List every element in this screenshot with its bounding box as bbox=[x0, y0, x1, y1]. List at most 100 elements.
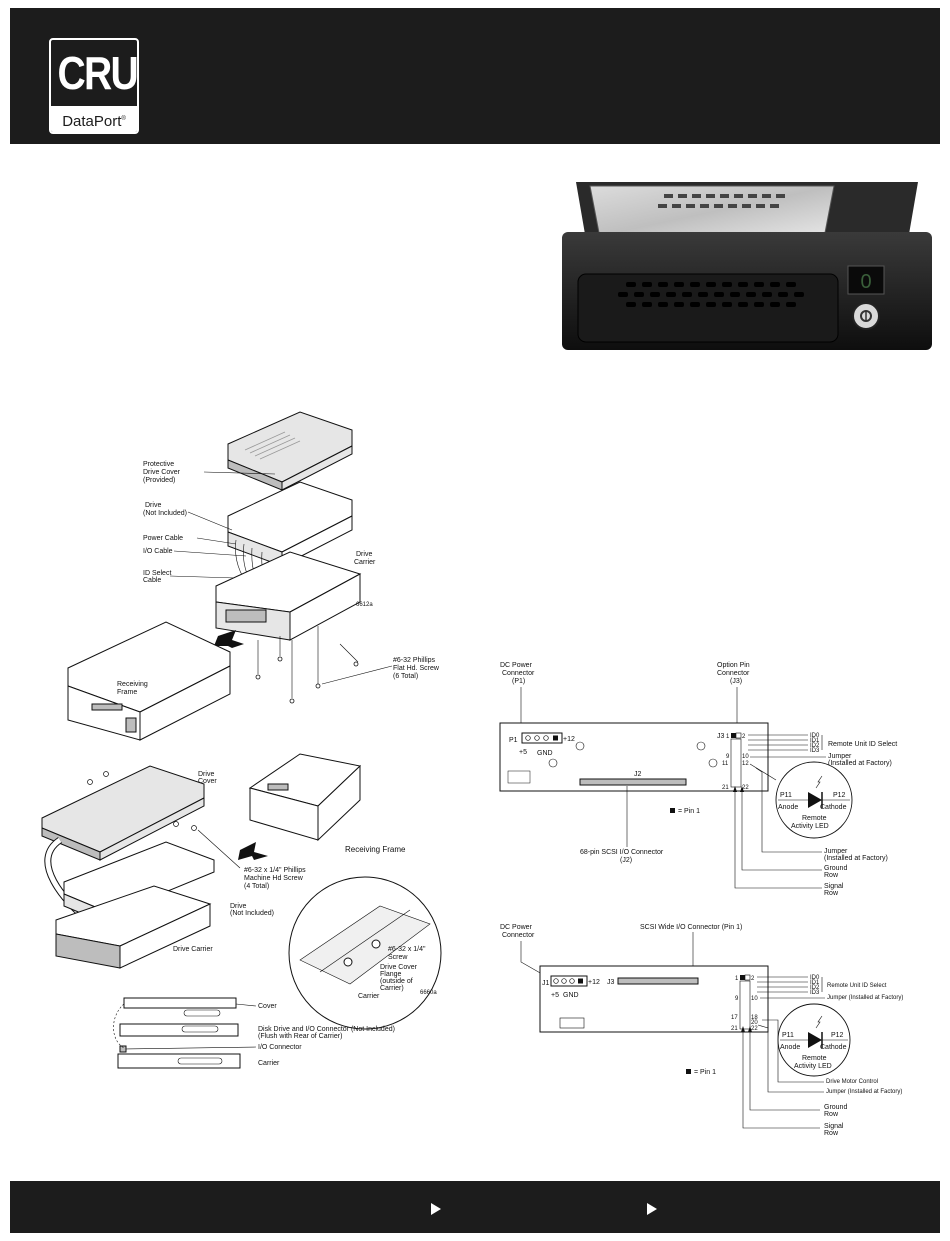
b2-id1: ID1 bbox=[810, 980, 820, 986]
b2-pin-17: 17 bbox=[731, 1015, 738, 1021]
insert-arrow-icon-2 bbox=[238, 842, 268, 860]
label-drive-cover: Drive Cover bbox=[143, 469, 181, 476]
b1-j2: J2 bbox=[634, 771, 642, 778]
b1-gnd: GND bbox=[537, 750, 553, 757]
b1-scsi-68-connector bbox=[579, 778, 687, 786]
label-stack-io: I/O Connector bbox=[258, 1044, 302, 1051]
b2-pin-9: 9 bbox=[735, 996, 739, 1002]
label-receiving-frame-2: Receiving Frame bbox=[345, 845, 406, 854]
b1-option-pin-2: Connector bbox=[717, 670, 750, 677]
label-receiving: Receiving bbox=[117, 681, 148, 688]
b2-gnd: GND bbox=[563, 992, 579, 999]
led-digit-display: 0 bbox=[860, 271, 871, 293]
b2-scsi-wide-label: SCSI Wide I/O Connector (Pin 1) bbox=[640, 924, 742, 931]
b2-drive-motor: Drive Motor Control bbox=[826, 1079, 878, 1085]
b2-scsi-wide-connector bbox=[617, 977, 699, 985]
b1-option-pin-3: (J3) bbox=[730, 678, 742, 685]
label-zoom-screw-2: Screw bbox=[388, 954, 408, 961]
play-arrow-icon bbox=[647, 1203, 657, 1215]
b2-led-diode-icon bbox=[808, 1032, 822, 1048]
b2-pin-1: 1 bbox=[735, 976, 739, 982]
cru-dataport-logo: CRU DataPort® bbox=[49, 38, 139, 134]
label-zoom-flange-2: Flange bbox=[380, 971, 402, 978]
b1-j3-header bbox=[730, 732, 742, 788]
footer-bar bbox=[10, 1181, 940, 1233]
b1-id0: ID0 bbox=[810, 733, 820, 739]
b2-p12: P12 bbox=[831, 1032, 844, 1039]
b2-ground-row: Row bbox=[824, 1111, 839, 1118]
b1-pin1-legend-square bbox=[670, 808, 675, 813]
label-cover-2: Cover bbox=[198, 778, 217, 785]
b1-id1: ID1 bbox=[810, 738, 820, 744]
b1-dc-power-1: DC Power bbox=[500, 662, 533, 669]
b1-led-diode-icon bbox=[808, 792, 822, 808]
label-not-included: (Not Included) bbox=[143, 510, 187, 517]
b1-signal-row: Row bbox=[824, 890, 839, 897]
b1-pin-11: 11 bbox=[722, 761, 729, 767]
b1-cathode: Cathode bbox=[820, 804, 847, 811]
b2-jumper-2: Jumper (Installed at Factory) bbox=[826, 1089, 902, 1095]
label-stack-cover: Cover bbox=[258, 1003, 277, 1010]
b1-jumper-2-installed: (Installed at Factory) bbox=[824, 855, 888, 862]
label-zoom-flange-4: Carrier) bbox=[380, 985, 404, 992]
b2-j3: J3 bbox=[607, 979, 615, 986]
product-photo: 0 bbox=[562, 182, 932, 350]
b1-pin1-legend: = Pin 1 bbox=[678, 808, 700, 815]
label-four-total: (4 Total) bbox=[244, 883, 269, 890]
b1-pin-21: 21 bbox=[722, 785, 729, 791]
label-zoom-flange-3: (outside of bbox=[380, 978, 413, 985]
b1-ground: Ground bbox=[824, 865, 847, 872]
b1-jumper: Jumper bbox=[828, 753, 852, 760]
b2-activity-led: Activity LED bbox=[794, 1063, 832, 1070]
label-carrier: Carrier bbox=[354, 559, 376, 566]
b1-id3: ID3 bbox=[810, 748, 820, 754]
label-drive-cover-2: Drive bbox=[198, 771, 214, 778]
label-provided: (Provided) bbox=[143, 477, 175, 484]
b2-pin-22: 22 bbox=[751, 1026, 758, 1032]
b1-jumper-installed: (Installed at Factory) bbox=[828, 760, 892, 767]
label-stack-carrier: Carrier bbox=[258, 1060, 280, 1067]
label-not-included-2: (Not Included) bbox=[230, 910, 274, 917]
b2-id2: ID2 bbox=[810, 985, 820, 991]
label-id-select: ID Select bbox=[143, 570, 171, 577]
label-zoom-screw: #6-32 x 1/4" bbox=[388, 946, 426, 953]
label-drive-carrier-2: Drive Carrier bbox=[173, 946, 213, 953]
b1-pin-12: 12 bbox=[742, 761, 749, 767]
b2-pin-20: 20 bbox=[751, 1020, 758, 1026]
b2-remote-id-select: Remote Unit ID Select bbox=[827, 983, 887, 989]
logo-wordmark: CRU bbox=[57, 47, 138, 99]
b2-plus5: +5 bbox=[551, 992, 559, 999]
label-screws-1: #6-32 Phillips bbox=[393, 657, 436, 664]
b1-pin-9: 9 bbox=[726, 754, 730, 760]
assembly-diagram: Protective Drive Cover (Provided) Drive … bbox=[41, 411, 442, 1069]
b1-jumper-2: Jumper bbox=[824, 848, 848, 855]
b1-scsi-j2: (J2) bbox=[620, 857, 632, 864]
b1-remote-id-select: Remote Unit ID Select bbox=[828, 741, 897, 748]
b1-scsi-68-label: 68-pin SCSI I/O Connector bbox=[580, 849, 664, 856]
b2-id0: ID0 bbox=[810, 975, 820, 981]
b2-signal: Signal bbox=[824, 1123, 844, 1130]
b1-dc-power-3: (P1) bbox=[512, 678, 525, 685]
b2-id3: ID3 bbox=[810, 990, 820, 996]
b2-ground: Ground bbox=[824, 1104, 847, 1111]
board-diagram-1: DC Power Connector (P1) Option Pin Conne… bbox=[499, 662, 897, 897]
b2-plus12: +12 bbox=[588, 979, 600, 986]
play-arrow-icon bbox=[431, 1203, 441, 1215]
header-bar: CRU DataPort® bbox=[10, 8, 940, 144]
b1-remote: Remote bbox=[802, 815, 827, 822]
insert-arrow-icon bbox=[214, 630, 244, 648]
b1-dc-power-2: Connector bbox=[502, 670, 535, 677]
b1-pin-2: 2 bbox=[742, 734, 746, 740]
b2-pin1-legend-square bbox=[686, 1069, 691, 1074]
b1-signal: Signal bbox=[824, 883, 844, 890]
figure-code-2: 6660a bbox=[420, 990, 437, 996]
label-drive: Drive bbox=[145, 502, 161, 509]
figure-code-1: 6612a bbox=[356, 602, 373, 608]
label-zoom-flange: Drive Cover bbox=[380, 964, 418, 971]
b2-j3-header bbox=[739, 974, 751, 1030]
b1-pin-1: 1 bbox=[726, 734, 730, 740]
label-stack-flush: (Flush with Rear of Carrier) bbox=[258, 1033, 342, 1040]
b1-plus5: +5 bbox=[519, 749, 527, 756]
b1-p11: P11 bbox=[780, 792, 792, 799]
b2-remote: Remote bbox=[802, 1055, 827, 1062]
